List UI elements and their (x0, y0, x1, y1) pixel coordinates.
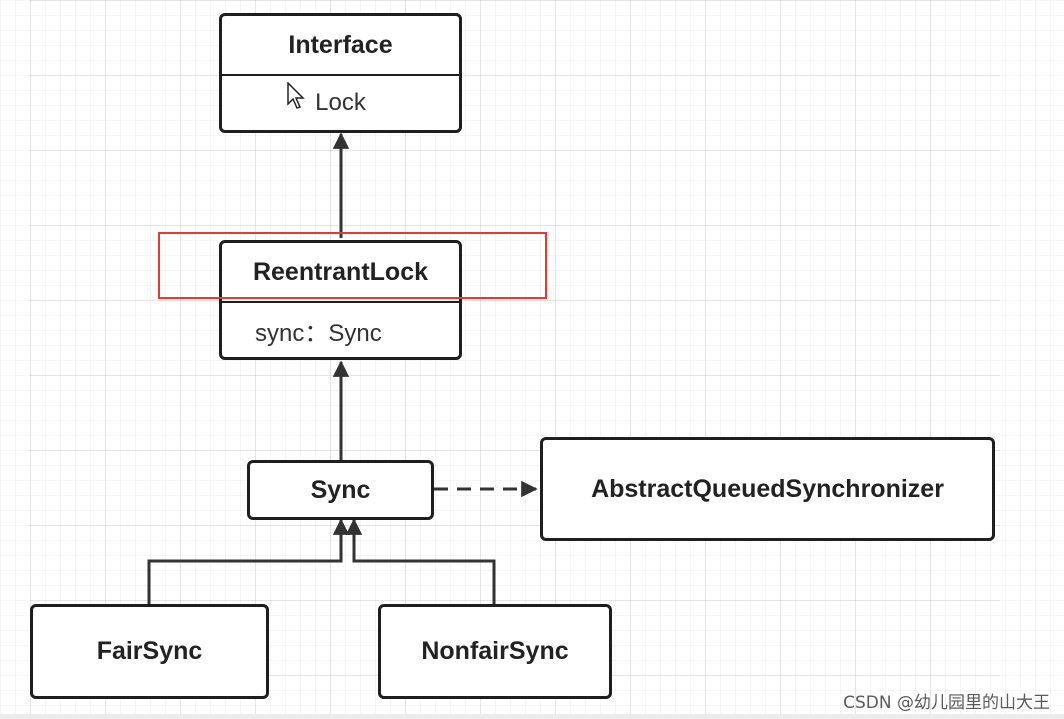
inheritance-arrow-nonfairsync-to-sync (345, 518, 496, 604)
reentrantlock-attribute: sync：Sync (222, 301, 459, 357)
fairsync-header: FairSync (96, 637, 203, 665)
aqs-header: AbstractQueuedSynchronizer (591, 474, 944, 503)
aqs-box[interactable]: AbstractQueuedSynchronizer (540, 437, 995, 541)
sync-box[interactable]: Sync (247, 460, 434, 520)
nonfairsync-header: NonfairSync (421, 637, 569, 665)
mouse-pointer-icon (287, 82, 305, 109)
watermark: CSDN @幼儿园里的山大王 (843, 693, 1050, 713)
interface-box[interactable]: Interface Lock (219, 13, 462, 133)
sync-header: Sync (310, 475, 371, 504)
fairsync-box[interactable]: FairSync (30, 604, 269, 699)
inheritance-arrow-fairsync-to-sync (147, 518, 350, 604)
nonfairsync-box[interactable]: NonfairSync (378, 604, 612, 699)
interface-attribute: Lock (222, 74, 459, 130)
reentrantlock-header: ReentrantLock (252, 257, 429, 286)
interface-header: Interface (288, 30, 393, 59)
reentrantlock-box[interactable]: ReentrantLock sync：Sync (219, 240, 462, 360)
bottom-border (0, 714, 1064, 719)
